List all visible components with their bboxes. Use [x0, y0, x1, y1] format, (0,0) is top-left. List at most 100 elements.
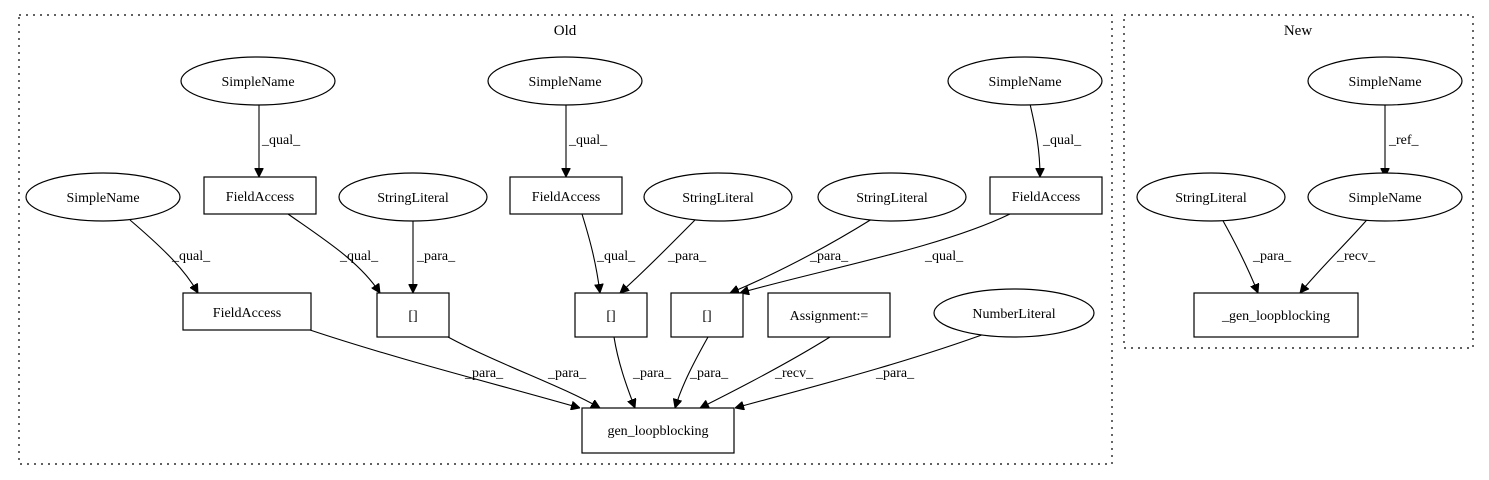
node-shape — [25, 172, 181, 222]
edge: _qual_ — [581, 213, 636, 293]
edge: _qual_ — [129, 219, 211, 293]
edge: _qual_ — [287, 213, 380, 293]
node-shape — [1307, 56, 1463, 106]
edge-line — [730, 218, 873, 293]
node-label: SimpleName — [1348, 191, 1421, 206]
nodes-new: SimpleName SimpleName StringLiteral _gen… — [1136, 56, 1463, 338]
node-shape — [182, 292, 312, 331]
edge-label: _para_ — [667, 249, 707, 264]
edge-line — [620, 218, 697, 293]
edge-label: _para_ — [464, 366, 504, 381]
edge: _qual_ — [740, 213, 1011, 293]
edge-line — [700, 336, 831, 409]
edge: _qual_ — [566, 104, 608, 177]
node-stringliteral: StringLiteral — [1136, 172, 1286, 222]
node-label: SimpleName — [221, 75, 294, 90]
node-shape — [933, 288, 1095, 338]
edge: _qual_ — [259, 104, 301, 177]
node-shape — [338, 172, 488, 222]
edge: _para_ — [620, 218, 707, 293]
edge-line — [1300, 213, 1373, 293]
node-label: [] — [606, 309, 615, 324]
node-simplename: SimpleName — [487, 56, 643, 106]
node-label: FieldAccess — [532, 190, 600, 205]
node-simplename: SimpleName — [180, 56, 336, 106]
edge-line — [287, 213, 380, 293]
node-simplename: SimpleName — [947, 56, 1103, 106]
cluster-old-border — [18, 14, 1113, 465]
edge: _ref_ — [1385, 104, 1420, 177]
edge-label: _ref_ — [1388, 133, 1420, 148]
edge-line — [581, 213, 600, 293]
node-index: [] — [376, 292, 450, 338]
node-shape — [670, 292, 744, 338]
node-shape — [767, 292, 891, 338]
edge-line — [735, 331, 991, 408]
edge-label: _qual_ — [171, 249, 211, 264]
edge: _qual_ — [1029, 103, 1082, 177]
node-label: NumberLiteral — [972, 307, 1055, 322]
edge: _recv_ — [700, 336, 831, 409]
node-label: _gen_loopblocking — [1221, 309, 1330, 324]
node-label: gen_loopblocking — [607, 424, 708, 439]
nodes-old: SimpleName SimpleName SimpleName SimpleN… — [25, 56, 1103, 454]
edge-line — [1029, 103, 1040, 177]
node-assignment: Assignment:= — [767, 292, 891, 338]
edge-label: _qual_ — [924, 249, 964, 264]
edge-line — [740, 213, 1011, 293]
edge: _para_ — [730, 218, 873, 293]
node-label: SimpleName — [988, 75, 1061, 90]
node-label: Assignment:= — [790, 309, 869, 324]
node-shape — [581, 407, 735, 454]
node-simplename: SimpleName — [25, 172, 181, 222]
node-index: [] — [670, 292, 744, 338]
cluster-new: New — [1123, 14, 1474, 349]
edge: _para_ — [447, 336, 600, 408]
edge-line — [613, 336, 635, 408]
node-shape — [574, 292, 648, 338]
edge: _para_ — [675, 336, 729, 408]
node-numberliteral: NumberLiteral — [933, 288, 1095, 338]
edge: _para_ — [1221, 218, 1292, 293]
edge: _para_ — [309, 329, 580, 408]
edge: _recv_ — [1300, 213, 1376, 293]
node-fieldaccess: FieldAccess — [203, 176, 317, 215]
edge-line — [447, 336, 600, 408]
node-shape — [509, 176, 623, 215]
cluster-old: Old — [18, 14, 1113, 465]
edge-line — [1221, 218, 1258, 293]
node-stringliteral: StringLiteral — [817, 172, 967, 222]
node-label: FieldAccess — [226, 190, 294, 205]
edge-label: _qual_ — [339, 249, 379, 264]
edge: _para_ — [735, 331, 991, 408]
edge-label: _para_ — [809, 249, 849, 264]
node-label: SimpleName — [528, 75, 601, 90]
node-simplename: SimpleName — [1307, 172, 1463, 222]
node-label: FieldAccess — [213, 306, 281, 321]
node-shape — [487, 56, 643, 106]
node-shape — [180, 56, 336, 106]
edge-label: _para_ — [1252, 249, 1292, 264]
edge-label: _qual_ — [261, 133, 301, 148]
edge-label: _para_ — [632, 366, 672, 381]
node-label: StringLiteral — [1175, 191, 1247, 206]
edge-label: _para_ — [547, 366, 587, 381]
node-shape — [1193, 292, 1359, 338]
node-shape — [947, 56, 1103, 106]
cluster-old-label: Old — [554, 23, 577, 39]
edge-label: _recv_ — [774, 366, 814, 381]
edge: _para_ — [413, 220, 456, 293]
cluster-new-label: New — [1284, 23, 1312, 39]
node-fieldaccess: FieldAccess — [989, 176, 1103, 215]
node-label: [] — [702, 309, 711, 324]
edges-new: _ref_ _para_ _recv_ — [1221, 104, 1420, 293]
node-gen-loopblocking: _gen_loopblocking — [1193, 292, 1359, 338]
edge-label: _qual_ — [568, 133, 608, 148]
node-stringliteral: StringLiteral — [643, 172, 793, 222]
node-fieldaccess: FieldAccess — [509, 176, 623, 215]
node-shape — [1307, 172, 1463, 222]
node-label: FieldAccess — [1012, 190, 1080, 205]
edge-label: _recv_ — [1336, 249, 1376, 264]
edge: _para_ — [613, 336, 672, 408]
